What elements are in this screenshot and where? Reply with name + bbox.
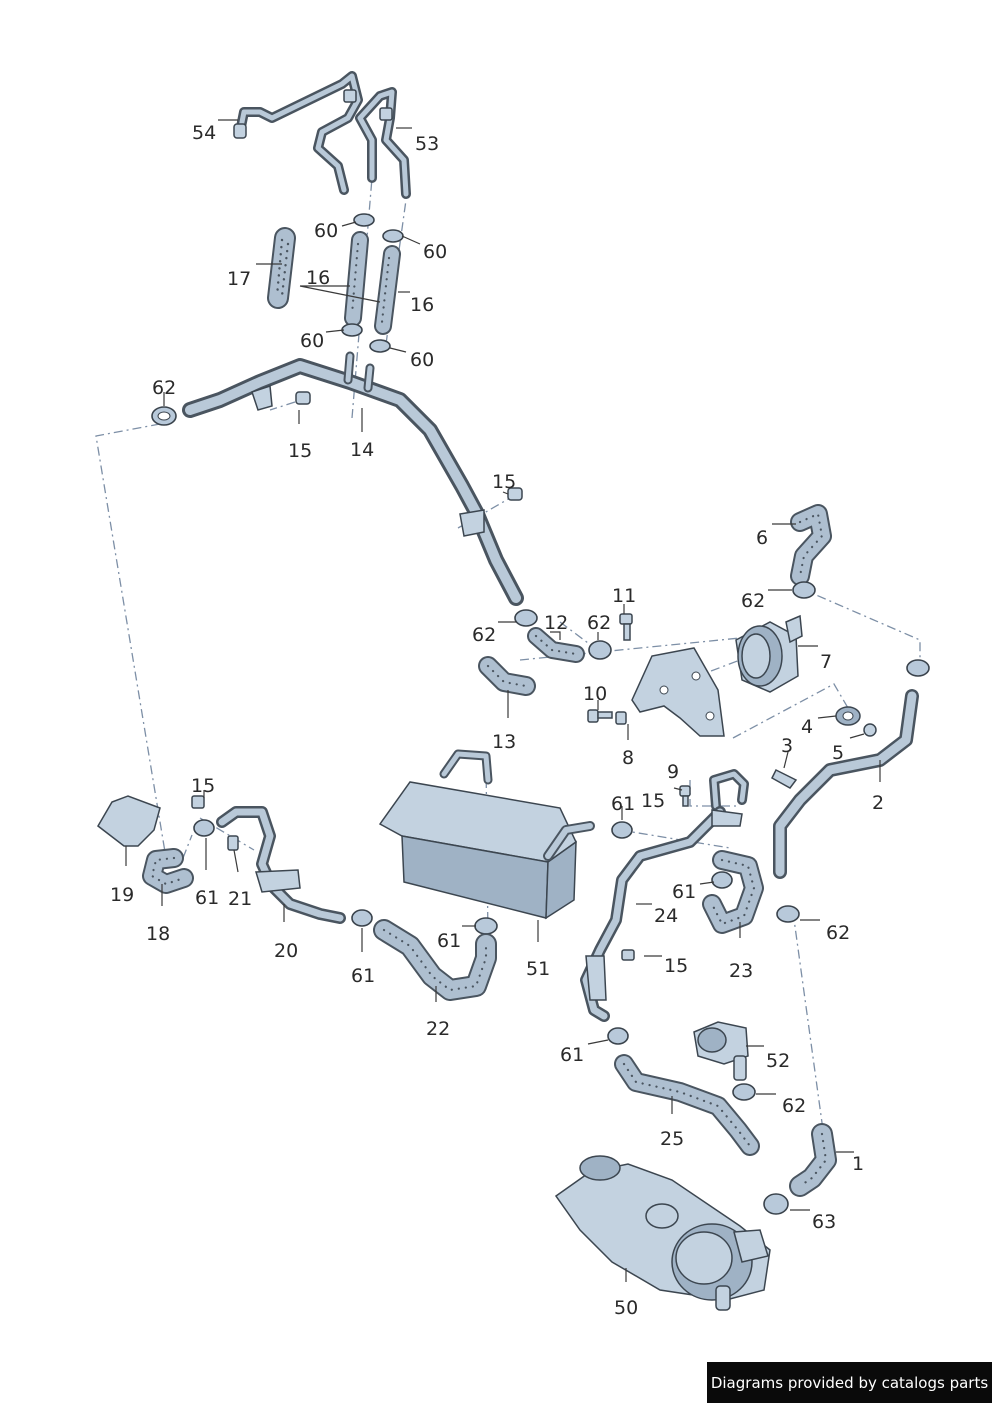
hose-18 bbox=[142, 848, 194, 894]
callout: 20 bbox=[274, 940, 298, 962]
callout: 62 bbox=[782, 1095, 806, 1117]
callout: 61 bbox=[611, 793, 635, 815]
callout: 62 bbox=[152, 377, 176, 399]
callout: 61 bbox=[672, 881, 696, 903]
callout: 23 bbox=[729, 960, 753, 982]
hose-6 bbox=[790, 504, 832, 599]
hose-22 bbox=[373, 919, 497, 1001]
callout: 5 bbox=[832, 742, 844, 764]
callout: 11 bbox=[612, 585, 636, 607]
pump-7 bbox=[735, 614, 803, 693]
callout: 3 bbox=[781, 735, 793, 757]
hose-1 bbox=[763, 1123, 837, 1215]
leader-lines bbox=[125, 119, 881, 1282]
callout: 61 bbox=[437, 930, 461, 952]
pipe-20 bbox=[191, 795, 373, 927]
hose-12 bbox=[514, 609, 612, 663]
callout: 60 bbox=[423, 241, 447, 263]
callout: 4 bbox=[801, 716, 813, 738]
callout: 24 bbox=[654, 905, 678, 927]
callout: 52 bbox=[766, 1050, 790, 1072]
pipe-2 bbox=[773, 659, 930, 923]
callout: 12 bbox=[544, 612, 568, 634]
callout: 61 bbox=[195, 887, 219, 909]
hose-23 bbox=[702, 769, 764, 934]
callout: 15 bbox=[641, 790, 665, 812]
callout: 54 bbox=[192, 122, 216, 144]
hose-17 bbox=[267, 227, 296, 309]
bolts bbox=[587, 613, 691, 807]
callout: 61 bbox=[351, 965, 375, 987]
callout: 50 bbox=[614, 1297, 638, 1319]
callout: 21 bbox=[228, 888, 252, 910]
housing-50 bbox=[554, 1155, 771, 1311]
callout: 15 bbox=[664, 955, 688, 977]
callout: 18 bbox=[146, 923, 170, 945]
callout: 6 bbox=[756, 527, 768, 549]
bracket-9 bbox=[631, 647, 725, 737]
callout: 17 bbox=[227, 268, 251, 290]
callout: 15 bbox=[191, 775, 215, 797]
callout: 61 bbox=[560, 1044, 584, 1066]
callout: 15 bbox=[288, 440, 312, 462]
callout: 51 bbox=[526, 958, 550, 980]
callout: 14 bbox=[350, 439, 374, 461]
pipe-14 bbox=[182, 351, 524, 606]
callout: 2 bbox=[872, 792, 884, 814]
callout: 9 bbox=[667, 761, 679, 783]
callout: 1 bbox=[852, 1153, 864, 1175]
callout: 62 bbox=[826, 922, 850, 944]
credit-text: Diagrams provided by catalogs parts bbox=[710, 1373, 989, 1392]
callout: 13 bbox=[492, 731, 516, 753]
cooler-51 bbox=[378, 749, 633, 935]
callout-labels: 54 53 60 60 17 16 16 60 60 62 15 14 15 6… bbox=[110, 122, 884, 1319]
callout: 15 bbox=[492, 471, 516, 493]
line-54 bbox=[233, 71, 363, 195]
hose-25 bbox=[614, 1054, 760, 1156]
callout: 62 bbox=[472, 624, 496, 646]
callout: 8 bbox=[622, 747, 634, 769]
callout: 60 bbox=[314, 220, 338, 242]
valve-52 bbox=[693, 1021, 756, 1101]
callout: 16 bbox=[306, 267, 330, 289]
clamp-62-left bbox=[151, 406, 177, 426]
credit-banner: Diagrams provided by catalogs parts bbox=[707, 1362, 992, 1403]
callout: 60 bbox=[300, 330, 324, 352]
callout: 62 bbox=[587, 612, 611, 634]
line-53 bbox=[343, 87, 411, 199]
parts-3-4-5 bbox=[771, 706, 877, 789]
callout: 22 bbox=[426, 1018, 450, 1040]
callout: 16 bbox=[410, 294, 434, 316]
hose-13 bbox=[478, 656, 536, 696]
plate-19 bbox=[97, 795, 161, 847]
callout: 63 bbox=[812, 1211, 836, 1233]
callout: 62 bbox=[741, 590, 765, 612]
callout: 25 bbox=[660, 1128, 684, 1150]
hose-16a bbox=[344, 231, 369, 327]
callout: 19 bbox=[110, 884, 134, 906]
pipe-24 bbox=[580, 806, 743, 1045]
callout: 53 bbox=[415, 133, 439, 155]
callout: 7 bbox=[820, 651, 832, 673]
hose-16b bbox=[374, 245, 401, 335]
callout: 60 bbox=[410, 349, 434, 371]
callout: 10 bbox=[583, 683, 607, 705]
